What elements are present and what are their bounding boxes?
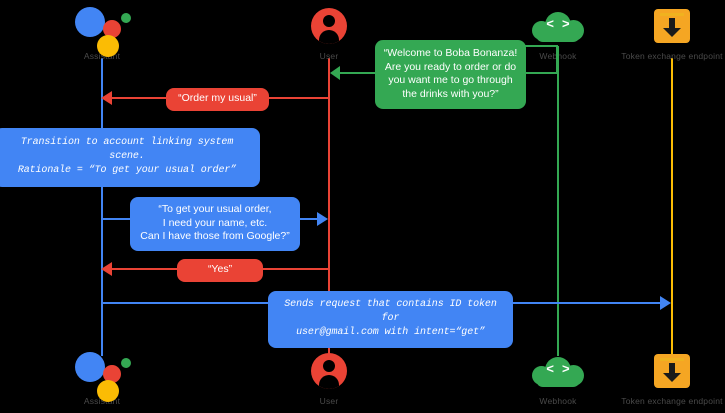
actor-label-user: User	[319, 396, 339, 406]
user-person-icon	[269, 349, 389, 393]
actor-user-bottom: User	[269, 349, 389, 406]
assistant-dot-yellow	[97, 35, 119, 57]
message-bubble-yes: “Yes”	[177, 259, 263, 282]
bubble-line: user@gmail.com with intent=“get”	[296, 327, 485, 338]
actor-assistant-bottom: Assistant	[42, 349, 162, 406]
assistant-dot-green	[121, 358, 131, 368]
bubble-line: Sends request that contains ID token for	[284, 299, 497, 324]
assistant-dot-yellow	[97, 380, 119, 402]
actor-token-endpoint-top: Token exchange endpoint	[612, 4, 725, 61]
cloud-code-icon: < >	[498, 349, 618, 393]
bubble-line: the drinks with you?”	[402, 87, 499, 100]
arrow-head-welcome	[330, 66, 340, 80]
download-arrow-head	[663, 28, 681, 37]
download-box-icon	[612, 349, 725, 393]
bubble-line: “To get your usual order,	[158, 203, 272, 215]
arrow-drop-welcome	[556, 46, 559, 74]
message-bubble-need-your-name: “To get your usual order, I need your na…	[130, 197, 300, 251]
actor-label-user: User	[319, 51, 339, 61]
assistant-dot-blue	[75, 7, 105, 37]
message-bubble-order-my-usual: “Order my usual”	[166, 88, 269, 111]
bubble-line: “Order my usual”	[178, 92, 257, 104]
bubble-line: you want me to go through	[388, 74, 513, 86]
arrow-head-yes	[101, 262, 112, 276]
arrow-head-order-my-usual	[101, 91, 112, 105]
bubble-line: Are you ready to order or do	[384, 60, 517, 73]
actor-label-webhook: Webhook	[539, 396, 577, 406]
cloud-shape	[532, 357, 584, 387]
actor-label-assistant: Assistant	[83, 396, 121, 406]
actor-assistant-top: Assistant	[42, 4, 162, 61]
bubble-line: “Welcome to Boba Bonanza!	[383, 47, 518, 59]
user-person-icon	[269, 4, 389, 48]
note-line: Transition to account linking system sce…	[20, 137, 234, 162]
download-arrow-stem	[669, 363, 675, 374]
assistant-dot-red	[103, 20, 121, 38]
message-bubble-sends-request: Sends request that contains ID token for…	[268, 291, 513, 348]
token-box-lid	[660, 358, 684, 361]
lifeline-webhook	[557, 58, 559, 356]
download-arrow-stem	[669, 18, 675, 29]
bubble-line: “Yes”	[207, 263, 233, 275]
download-box-icon	[612, 4, 725, 48]
assistant-dot-red	[103, 365, 121, 383]
token-box-lid	[660, 13, 684, 16]
user-icon-glyph	[311, 8, 347, 44]
actor-label-assistant: Assistant	[83, 51, 121, 61]
user-icon-head	[323, 360, 335, 372]
actor-user-top: User	[269, 4, 389, 61]
actor-webhook-bottom: < > Webhook	[498, 349, 618, 406]
lifeline-user	[328, 58, 330, 356]
lifeline-assistant	[101, 58, 103, 356]
assistant-dot-blue	[75, 352, 105, 382]
actor-label-token-endpoint: Token exchange endpoint	[621, 396, 723, 406]
assistant-dot-green	[121, 13, 131, 23]
actor-label-token-endpoint: Token exchange endpoint	[621, 51, 723, 61]
google-assistant-icon	[42, 4, 162, 57]
download-arrow-head	[663, 373, 681, 382]
code-brackets-glyph: < >	[546, 17, 570, 32]
note-line: Rationale = “To get your usual order”	[17, 165, 237, 176]
cloud-shape	[532, 12, 584, 42]
user-icon-body	[319, 375, 339, 389]
message-bubble-welcome: “Welcome to Boba Bonanza! Are you ready …	[375, 40, 526, 109]
arrow-head-sends-request	[660, 296, 671, 310]
user-icon-body	[319, 30, 339, 44]
bubble-line: Can I have those from Google?”	[140, 230, 290, 242]
google-assistant-icon	[42, 349, 162, 402]
user-icon-head	[323, 15, 335, 27]
note-transition-to-account-linking: Transition to account linking system sce…	[0, 128, 260, 187]
actor-token-endpoint-bottom: Token exchange endpoint	[612, 349, 725, 406]
cloud-code-icon: < >	[498, 4, 618, 48]
user-icon-glyph	[311, 353, 347, 389]
lifeline-token-exchange-endpoint	[671, 58, 673, 356]
code-brackets-glyph: < >	[546, 362, 570, 377]
arrow-head-need-your-name	[317, 212, 328, 226]
bubble-line: I need your name, etc.	[162, 216, 268, 229]
